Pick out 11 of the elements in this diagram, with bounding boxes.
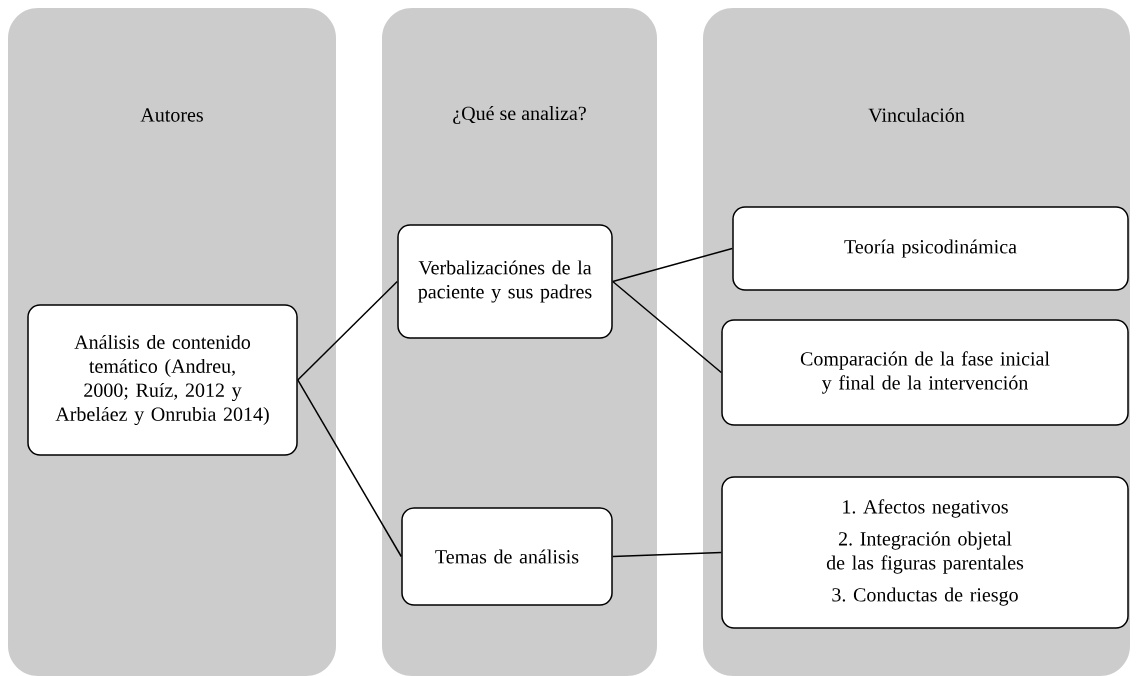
text-box: Análisis de contenido temático (Andreu, 2000; Ruíz, 2012 y Arbeláez y Onrubia 2014) bbox=[27, 304, 298, 456]
connector-line bbox=[297, 280, 398, 381]
connector-line bbox=[612, 280, 722, 374]
connector-line bbox=[297, 379, 402, 558]
connector-line bbox=[612, 247, 733, 283]
connector-line bbox=[612, 551, 722, 558]
text-box: 1. Afectos negativos 2. Integración objetal de las figuras parentales 3. Conductas de riesgo bbox=[721, 476, 1129, 629]
text-box: Teoría psicodinámica bbox=[732, 206, 1129, 291]
text-box: Verbalizaciónes de la paciente y sus padres bbox=[397, 224, 613, 339]
text-box: Comparación de la fase inicial y final de la intervención bbox=[721, 319, 1129, 426]
text-box: Temas de análisis bbox=[401, 507, 613, 606]
